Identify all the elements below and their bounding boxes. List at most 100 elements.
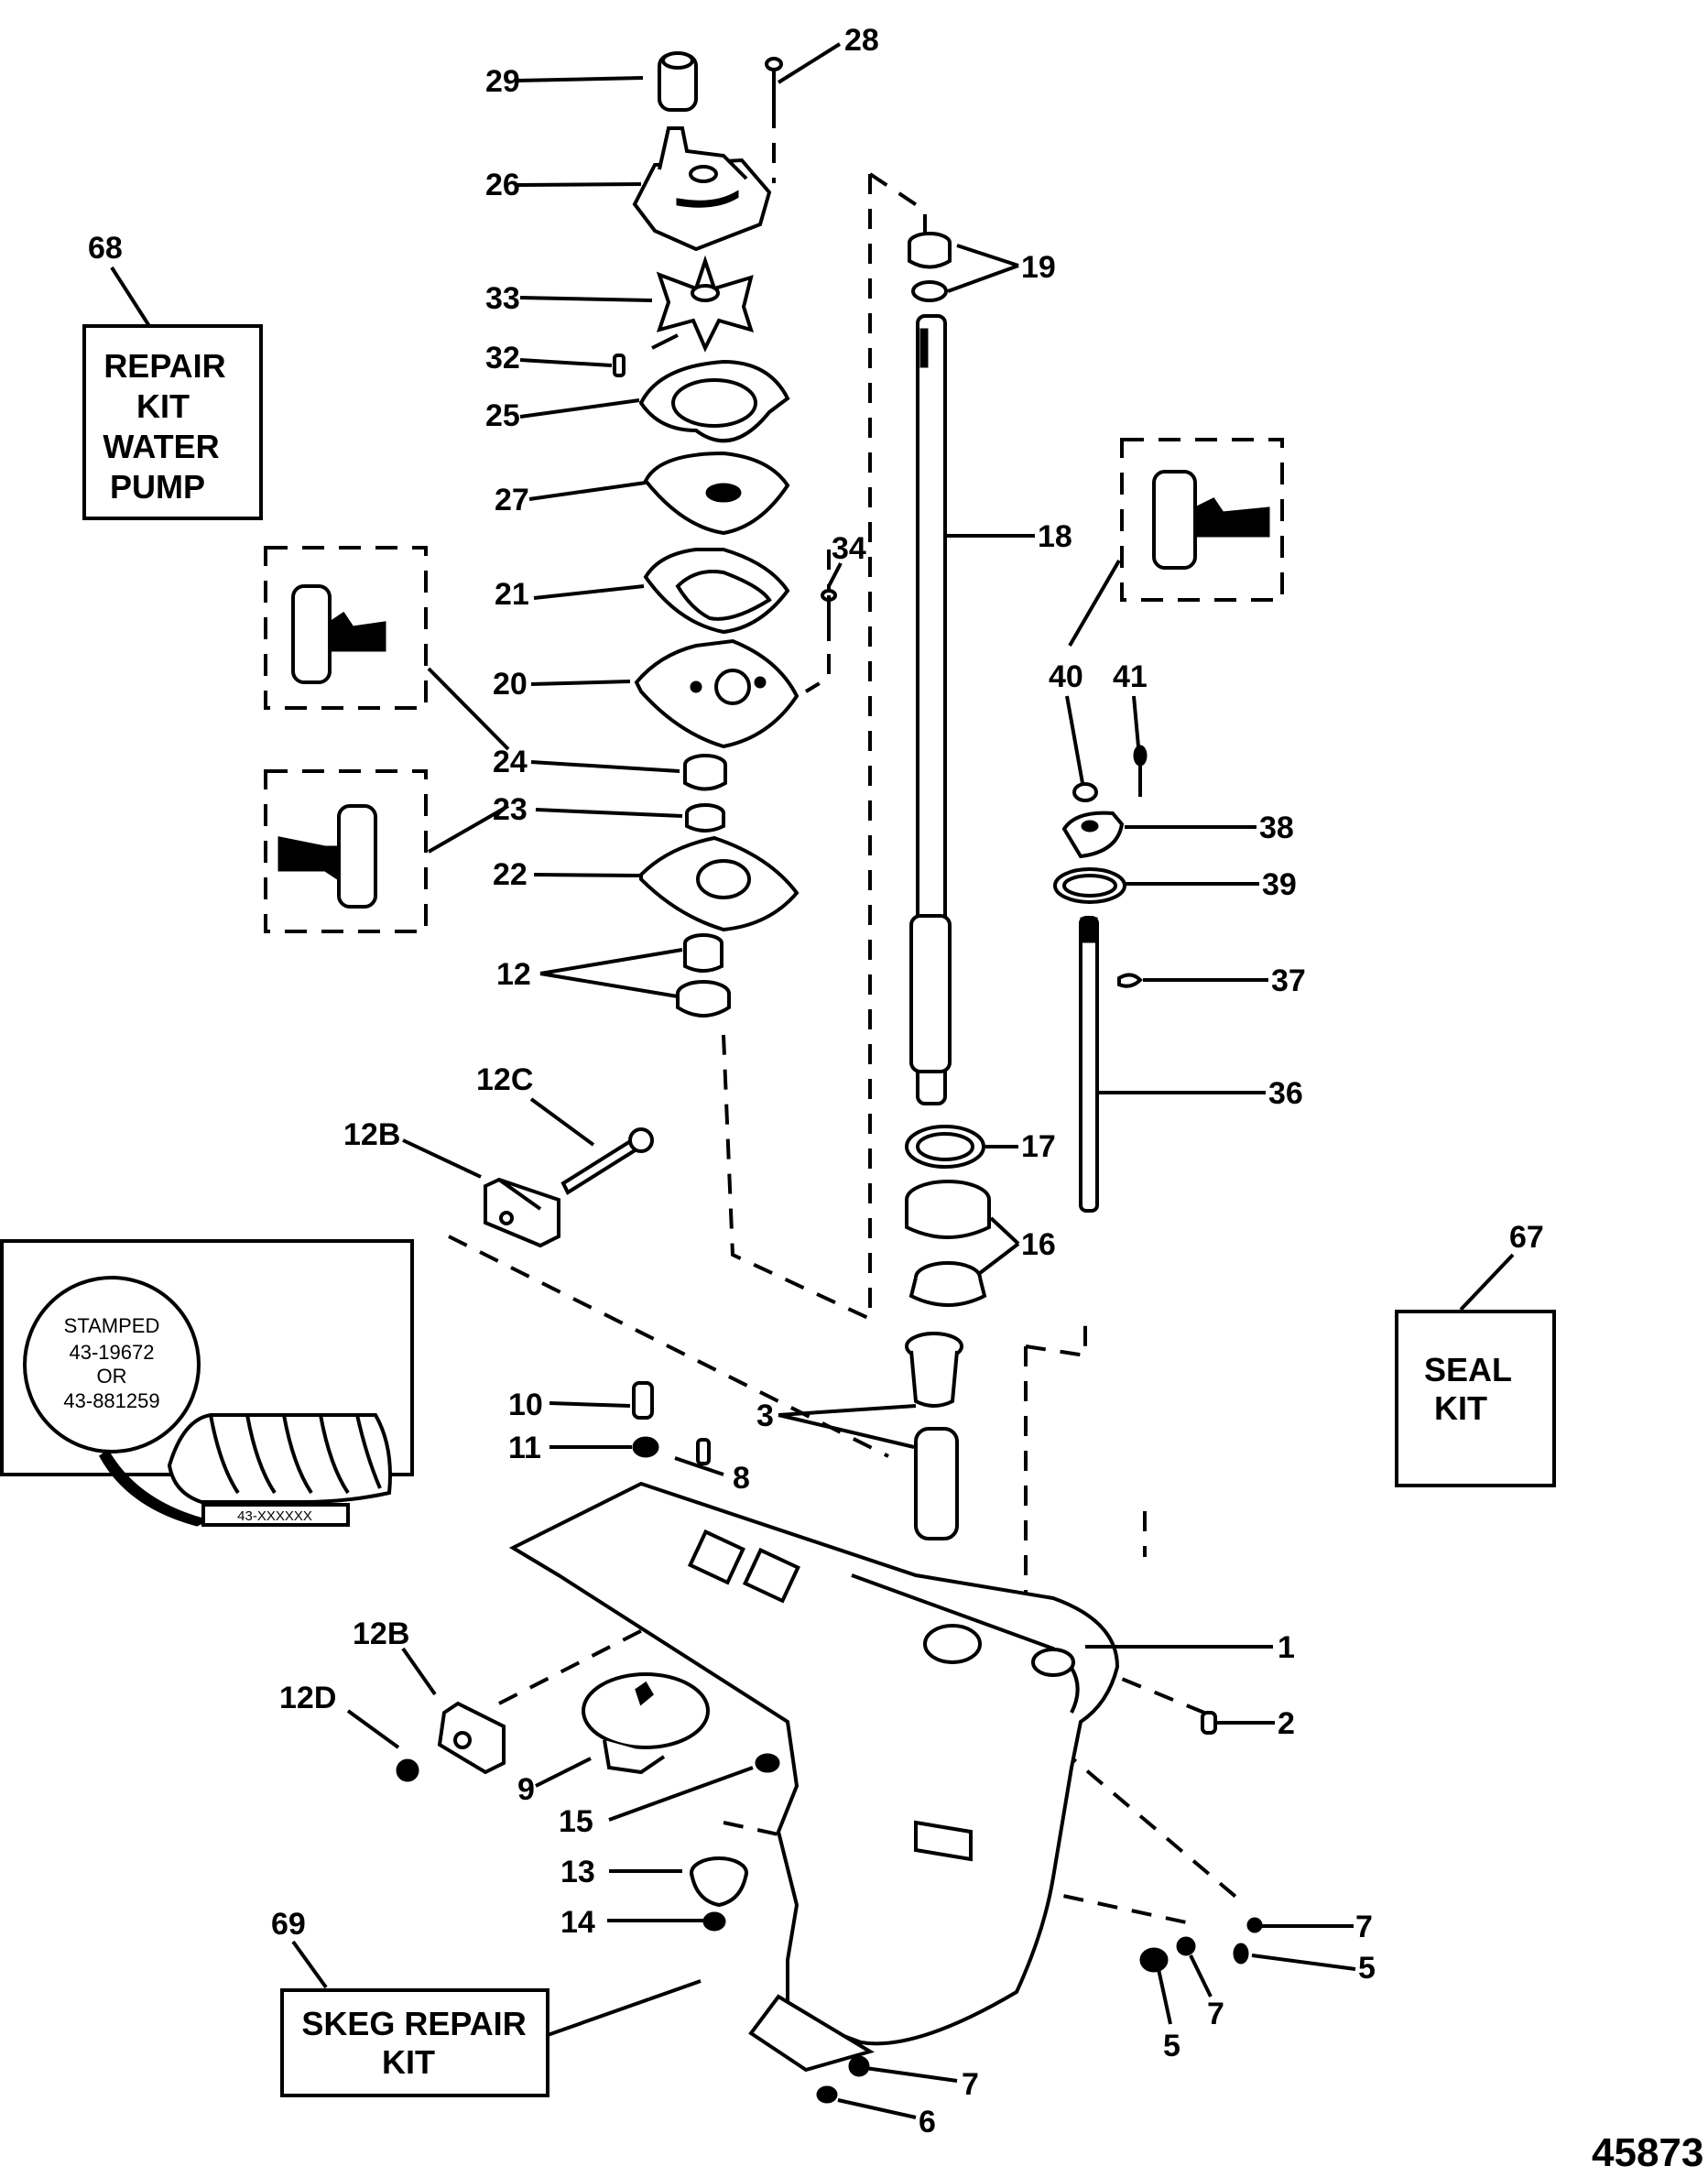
kit-68-ref: 68 [88,231,123,266]
callout-22: 22 [493,857,528,892]
callout-14: 14 [560,1905,595,1940]
callout-1: 1 [1278,1630,1295,1665]
skeg-repair-kit-box[interactable]: 69 SKEG REPAIR KIT [271,1907,702,2097]
callout-7c: 7 [962,2067,979,2102]
part-14-washer[interactable] [702,1911,726,1932]
part-5-screw-b[interactable] [1139,1947,1169,1973]
part-15-nut[interactable] [755,1753,780,1773]
callout-12b-bottom: 12B [353,1616,409,1651]
callout-5b: 5 [1163,2029,1180,2063]
tool-inset-23 [264,769,428,933]
part-25-gasket[interactable] [638,359,790,443]
callout-8: 8 [733,1461,750,1496]
stamp-magnifier-circle [23,1276,201,1453]
water-pump-repair-kit-box[interactable]: 68 REPAIR KIT WATER PUMP [82,231,263,520]
part-21-gasket[interactable] [643,548,790,635]
kit-68-line-4: PUMP [110,468,205,506]
part-33-impeller[interactable] [656,255,755,353]
seal-kit-box[interactable]: 67 SEAL KIT [1395,1220,1556,1487]
part-2-plug[interactable] [1201,1711,1217,1735]
callout-39: 39 [1262,867,1297,902]
part-9-trim-tab[interactable] [582,1672,710,1775]
callout-32: 32 [485,341,520,376]
part-7-washer-a[interactable] [1246,1917,1263,1933]
part-28-screw[interactable] [765,57,783,114]
kit-69-line-1: SKEG REPAIR [301,2005,526,2042]
callout-41: 41 [1113,659,1148,694]
callout-21: 21 [495,577,529,612]
callout-27: 27 [495,483,529,517]
callout-2: 2 [1278,1706,1295,1741]
part-7-washer-b[interactable] [1176,1936,1196,1956]
callout-3: 3 [756,1399,774,1433]
part-11-washer[interactable] [632,1436,659,1458]
part-12d-nut[interactable] [396,1758,419,1782]
callout-25: 25 [485,398,520,433]
callout-28: 28 [844,23,879,58]
part-1-gear-housing[interactable] [508,1481,1120,2073]
callout-6: 6 [919,2105,936,2139]
callout-9: 9 [517,1772,535,1807]
callout-19: 19 [1021,250,1056,285]
part-39-o-ring[interactable] [1053,867,1126,904]
part-16-bearing[interactable] [905,1180,991,1307]
callout-12b-top: 12B [343,1117,400,1152]
stamp-line-2: 43-19672 [70,1341,155,1364]
part-13-nut[interactable] [690,1856,748,1908]
kit-68-line-1: REPAIR [103,347,225,385]
part-36-shift-shaft[interactable] [1079,916,1099,1213]
callout-16: 16 [1021,1227,1056,1262]
part-8-fitting[interactable] [696,1438,711,1465]
callout-40: 40 [1049,659,1083,694]
part-32-key[interactable] [613,333,679,377]
callout-12: 12 [496,957,531,992]
part-7-washer-c[interactable] [848,2055,870,2077]
callout-13: 13 [560,1855,595,1889]
part-27-plate[interactable] [643,451,790,536]
part-29-sleeve[interactable] [658,51,698,112]
part-12b-anode-top[interactable] [484,1177,560,1248]
stamp-line-4: 43-881259 [63,1389,159,1412]
part-26-pump-housing[interactable] [632,126,772,252]
callout-36: 36 [1268,1076,1303,1111]
part-17-seal[interactable] [905,1125,985,1169]
stamp-line-3: OR [97,1365,127,1388]
part-3-bearing-cup-sleeve[interactable] [905,1332,963,1540]
part-12b-anode-bottom[interactable] [437,1701,506,1775]
callout-24: 24 [493,745,528,779]
part-37-e-clip[interactable] [1117,973,1143,988]
kit-67-ref: 67 [1509,1220,1544,1255]
kit-69-ref: 69 [271,1907,306,1942]
callout-11: 11 [508,1431,541,1465]
stamp-line-1: STAMPED [64,1314,160,1337]
figure-number: 45873 [1592,2130,1703,2175]
callout-18: 18 [1038,519,1072,554]
part-10-screw[interactable] [632,1381,654,1420]
part-12c-bolt[interactable] [560,1127,654,1195]
kit-68-line-3: WATER [103,428,219,465]
part-38-shift-bushing[interactable] [1061,811,1125,859]
callout-7a: 7 [1355,1910,1373,1944]
callout-17: 17 [1021,1129,1056,1164]
part-23-seal[interactable] [685,803,725,833]
callout-38: 38 [1259,811,1294,845]
callout-37: 37 [1271,963,1306,998]
callout-12d: 12D [279,1681,336,1715]
part-40-bushing[interactable] [1072,782,1098,802]
part-5-screw-a[interactable] [1233,1943,1249,1965]
tool-inset-40 [1120,438,1284,602]
part-34-screw[interactable] [821,589,837,641]
part-20-water-pump-base[interactable] [634,638,800,749]
part-19-bearing-set[interactable] [908,232,952,302]
part-6-screw[interactable] [816,2085,838,2104]
part-18-drive-shaft[interactable] [909,314,952,1105]
tool-inset-24 [264,546,428,710]
part-24-seal[interactable] [683,754,727,791]
stamped-gear-inset: STAMPED 43-19672 OR 43-881259 43-XXXXXX [0,1239,414,1527]
callout-26: 26 [485,168,520,202]
callout-34: 34 [832,531,866,566]
part-41-screw[interactable] [1133,745,1148,797]
part-12-seals[interactable] [676,933,731,1018]
part-22-gasket[interactable] [639,835,800,932]
